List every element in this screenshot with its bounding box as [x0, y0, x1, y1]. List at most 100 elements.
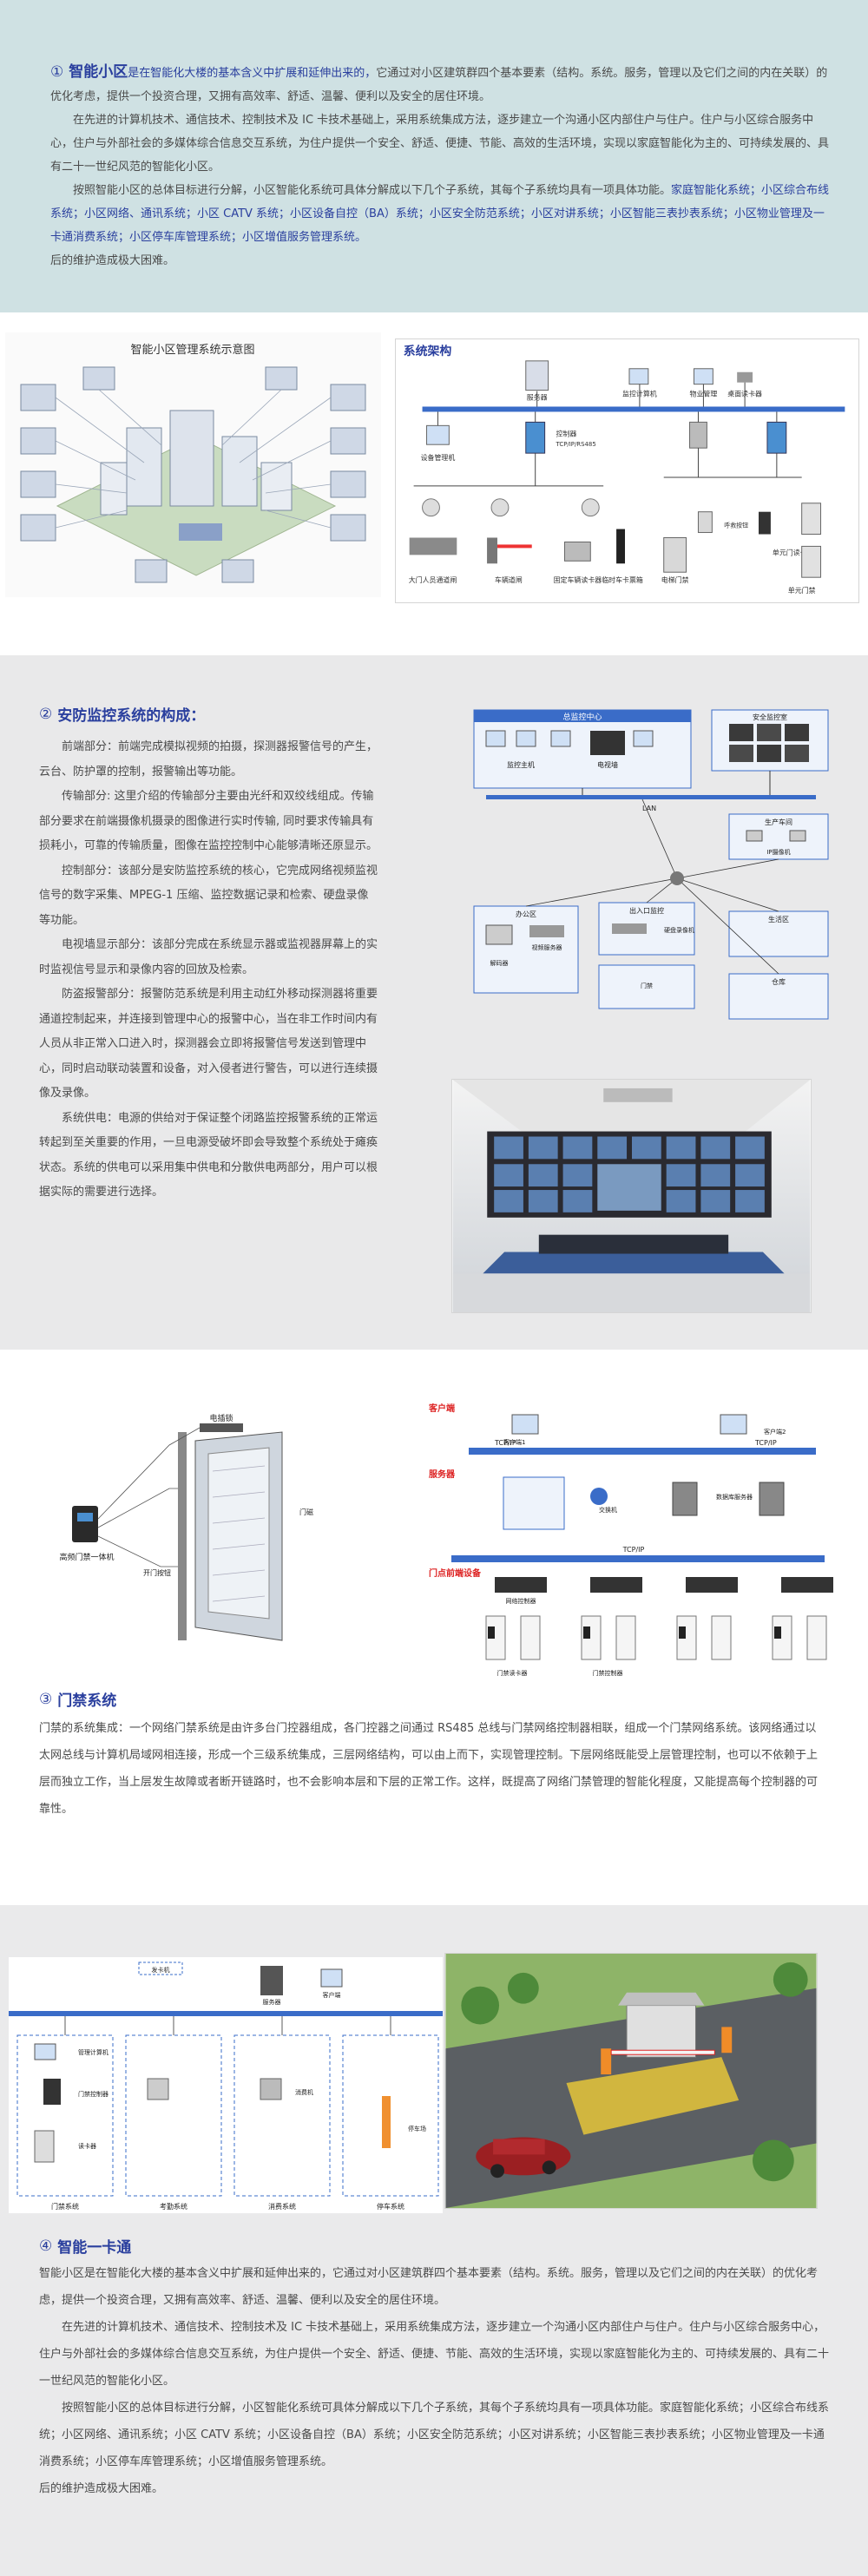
svg-text:办公区: 办公区 [516, 910, 536, 918]
section1-p3-blue: 家庭智能化系统；小区综合布线系统；小区网络、通讯系统；小区 CATV 系统；小区… [50, 184, 830, 244]
svg-text:消费系统: 消费系统 [268, 2202, 296, 2211]
figure1-title: 智能小区管理系统示意图 [130, 343, 254, 357]
svg-text:开门按钮: 开门按钮 [143, 1568, 171, 1577]
svg-text:出入口监控: 出入口监控 [629, 906, 664, 915]
svg-text:电视墙: 电视墙 [597, 760, 618, 769]
svg-text:视频服务器: 视频服务器 [532, 943, 562, 951]
svg-text:数据库服务器: 数据库服务器 [716, 1493, 753, 1501]
svg-text:交换机: 交换机 [599, 1506, 617, 1514]
svg-text:解码器: 解码器 [490, 959, 509, 967]
section3-text: ③ 门禁系统 门禁的系统集成：一个网络门禁系统是由许多台门控器组成，各门控器之间… [39, 1688, 820, 1823]
section4-number: ④ [39, 2237, 53, 2255]
svg-text:网络控制器: 网络控制器 [506, 1597, 536, 1605]
svg-text:消费机: 消费机 [295, 2088, 313, 2096]
svg-text:门磁: 门磁 [299, 1508, 313, 1516]
section2-paragraph-2: 传输部分: 这里介绍的传输部分主要由光纤和双绞线组成。传输部分要求在前端摄像机摄… [39, 790, 378, 852]
svg-text:总监控中心: 总监控中心 [562, 712, 602, 722]
svg-text:生活区: 生活区 [768, 915, 789, 923]
svg-text:IP摄像机: IP摄像机 [766, 848, 790, 856]
svg-text:客户端: 客户端 [323, 1991, 341, 1999]
section1-paragraph-2: 在先进的计算机技术、通信技术、控制技术及 IC 卡技术基础上，采用系统集成方法，… [50, 114, 830, 174]
svg-text:大门人员通道闸: 大门人员通道闸 [409, 575, 457, 584]
section4-heading: ④ 智能一卡通 [39, 2235, 833, 2257]
section1-paragraph-4: 后的维护造成极大困难。 [50, 254, 175, 267]
section3-title: 门禁系统 [57, 1692, 117, 1710]
section4-paragraph-4: 后的维护造成极大困难。 [39, 2482, 164, 2495]
svg-text:客户端: 客户端 [428, 1403, 455, 1414]
svg-text:门禁读卡器: 门禁读卡器 [497, 1669, 528, 1677]
system-architecture-diagram: 系统架构 服务器 监控计算机 物业管理 桌面读卡器 设备管理机 控制器 TCP/… [395, 338, 859, 603]
svg-text:单元门读卡器: 单元门读卡器 [773, 548, 814, 556]
svg-text:车辆道闸: 车辆道闸 [495, 575, 523, 584]
svg-text:硬盘录像机: 硬盘录像机 [664, 926, 694, 934]
svg-text:发卡机: 发卡机 [152, 1966, 170, 1974]
section4-paragraph-1: 智能小区是在智能化大楼的基本含义中扩展和延伸出来的，它通过对小区建筑群四个基本要… [39, 2267, 819, 2307]
svg-text:单元门禁: 单元门禁 [788, 586, 816, 595]
svg-text:读卡器: 读卡器 [78, 2142, 96, 2150]
monitoring-topology-diagram: 总监控中心 安全监控室 电视墙 监控主机 LAN 生产车间 IP摄像机 办公区 … [469, 705, 833, 1039]
section2-text: ② 安防监控系统的构成： 前端部分：前端完成模拟视频的拍摄，探测器报警信号的产生… [39, 703, 378, 1206]
section1-background [0, 0, 868, 312]
svg-text:管理计算机: 管理计算机 [78, 2048, 108, 2056]
section1-text: ① 智能小区 是在智能化大楼的基本含义中扩展和延伸出来的，它通过对小区建筑群四个… [50, 61, 832, 273]
section1-paragraph-3: 按照智能小区的总体目标进行分解，小区智能化系统可具体分解成以下几个子系统，其每个… [50, 179, 832, 249]
section1-p3-plain: 按照智能小区的总体目标进行分解，小区智能化系统可具体分解成以下几个子系统，其每个… [73, 184, 672, 197]
svg-text:门点前端设备: 门点前端设备 [429, 1567, 482, 1579]
svg-text:设备管理机: 设备管理机 [421, 453, 456, 462]
section1-lead: 是在智能化大楼的基本含义中扩展和延伸出来的， [128, 67, 377, 80]
svg-text:呼救按钮: 呼救按钮 [724, 522, 748, 529]
svg-text:客户端1: 客户端1 [503, 1438, 525, 1446]
figure2-title: 系统架构 [404, 344, 452, 358]
svg-text:停车系统: 停车系统 [377, 2202, 404, 2211]
svg-text:监控主机: 监控主机 [507, 760, 535, 769]
section4-paragraph-3: 按照智能小区的总体目标进行分解，小区智能化系统可具体分解成以下几个子系统，其每个… [39, 2402, 830, 2468]
svg-text:高频门禁一体机: 高频门禁一体机 [59, 1552, 114, 1562]
section1-number: ① [50, 63, 64, 81]
one-card-system-diagram: 发卡机 服务器 客户端 管理计算机 门禁控制器 读卡器 消费机 停车场 门禁系统… [9, 1957, 443, 2213]
svg-text:门禁控制器: 门禁控制器 [78, 2090, 108, 2098]
svg-text:停车场: 停车场 [408, 2125, 426, 2132]
section2-heading: ② 安防监控系统的构成： [39, 703, 378, 726]
parking-gate-rendering [444, 1953, 818, 2209]
svg-text:TCP/IP: TCP/IP [754, 1439, 777, 1447]
section2-paragraph-4: 电视墙显示部分：该部分完成在系统显示器或监视器屏幕上的实时监视信号显示和录像内容… [39, 938, 378, 976]
svg-text:电插锁: 电插锁 [209, 1413, 233, 1423]
svg-text:临时车卡票箱: 临时车卡票箱 [602, 575, 643, 584]
community-illustration: 智能小区管理系统示意图 [5, 332, 381, 597]
section2-paragraph-3: 控制部分：该部分是安防监控系统的核心，它完成网络视频监视信号的数字采集、MPEG… [39, 864, 378, 927]
svg-text:安全监控室: 安全监控室 [753, 713, 787, 721]
svg-text:TCP/IP/RS485: TCP/IP/RS485 [556, 441, 596, 448]
section1-title: 智能小区 [69, 63, 128, 81]
svg-text:门禁系统: 门禁系统 [51, 2202, 79, 2211]
svg-text:考勤系统: 考勤系统 [160, 2202, 187, 2211]
network-access-control-diagram: 客户端 客户端1 客户端2 TCP/IP TCP/IP 服务器 交换机 数据库服… [425, 1399, 859, 1690]
section2-paragraph-1: 前端部分：前端完成模拟视频的拍摄，探测器报警信号的产生，云台、防护罩的控制，报警… [39, 740, 378, 779]
section4-title: 智能一卡通 [57, 2239, 132, 2257]
section2-paragraph-6: 系统供电：电源的供给对于保证整个闭路监控报警系统的正常运转起到至关重要的作用，一… [39, 1111, 378, 1199]
svg-text:客户端2: 客户端2 [764, 1428, 786, 1436]
svg-text:LAN: LAN [642, 805, 656, 812]
svg-text:服务器: 服务器 [429, 1469, 456, 1480]
section4-text: ④ 智能一卡通 智能小区是在智能化大楼的基本含义中扩展和延伸出来的，它通过对小区… [39, 2235, 833, 2502]
section3-number: ③ [39, 1690, 53, 1708]
svg-text:TCP/IP: TCP/IP [494, 1439, 516, 1447]
section1-paragraph-1: ① 智能小区 是在智能化大楼的基本含义中扩展和延伸出来的，它通过对小区建筑群四个… [50, 61, 832, 108]
svg-text:服务器: 服务器 [263, 1998, 281, 2006]
svg-text:仓库: 仓库 [772, 977, 786, 986]
svg-text:生产车间: 生产车间 [765, 818, 792, 826]
section3-heading: ③ 门禁系统 [39, 1688, 820, 1711]
svg-text:门禁控制器: 门禁控制器 [593, 1669, 623, 1677]
section2-paragraph-5: 防盗报警部分：报警防范系统是利用主动红外移动探测器将重要通道控制起来，并连接到管… [39, 988, 378, 1100]
section3-paragraph-1: 门禁的系统集成：一个网络门禁系统是由许多台门控器组成，各门控器之间通过 RS48… [39, 1722, 819, 1816]
svg-text:控制器: 控制器 [556, 429, 577, 437]
control-room-photo [451, 1079, 812, 1313]
svg-text:TCP/IP: TCP/IP [622, 1546, 645, 1554]
svg-text:固定车辆读卡器: 固定车辆读卡器 [554, 575, 602, 584]
section1-p1-rest: 它通过对小区建筑群四个基本要素（结构。系统。服务，管理以及它们之间的内在关联）的… [50, 67, 828, 103]
svg-text:门禁: 门禁 [641, 982, 653, 989]
door-access-illustration: 电插锁 门磁 开门按钮 高频门禁一体机 [39, 1410, 343, 1645]
section2-title: 安防监控系统的构成： [57, 707, 206, 725]
svg-text:电梯门禁: 电梯门禁 [661, 575, 689, 584]
section2-number: ② [39, 705, 53, 723]
section4-paragraph-2: 在先进的计算机技术、通信技术、控制技术及 IC 卡技术基础上，采用系统集成方法，… [39, 2321, 830, 2388]
